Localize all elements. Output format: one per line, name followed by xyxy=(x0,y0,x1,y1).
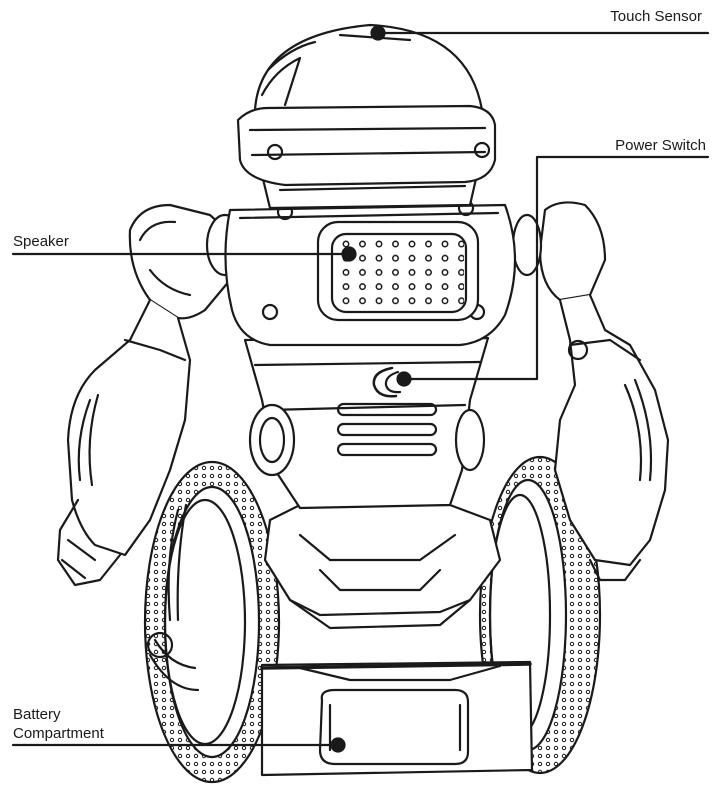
pelvis xyxy=(263,503,502,630)
callout-leaders xyxy=(11,25,710,753)
touch-sensor-leader xyxy=(370,25,710,41)
head xyxy=(236,23,497,187)
battery-label-line1: Battery xyxy=(13,706,61,723)
torso xyxy=(243,336,490,510)
left-wheel xyxy=(143,460,281,784)
power-switch-label: Power Switch xyxy=(615,137,706,154)
touch-sensor-label: Touch Sensor xyxy=(610,8,702,25)
battery-compartment-leader xyxy=(11,737,346,753)
speaker-grill xyxy=(316,220,480,322)
power-switch-leader xyxy=(396,155,710,387)
battery-label-line2: Compartment xyxy=(13,725,104,742)
speaker-label: Speaker xyxy=(13,233,69,250)
battery-compartment-label: Battery Compartment xyxy=(13,705,104,743)
right-arm xyxy=(511,201,670,582)
speaker-leader xyxy=(11,246,357,262)
base-housing xyxy=(260,660,534,777)
